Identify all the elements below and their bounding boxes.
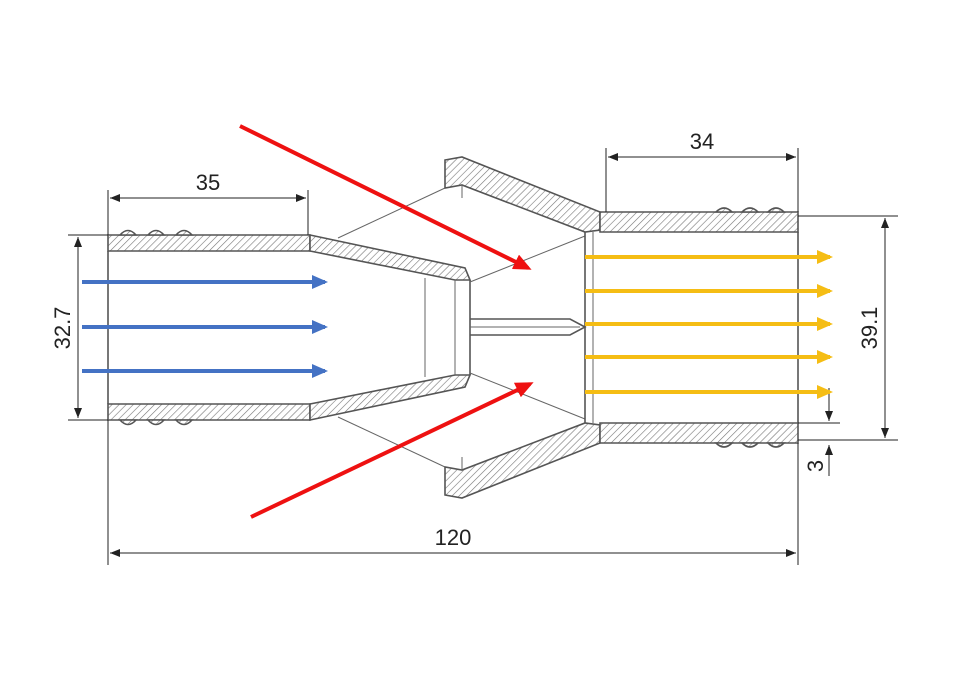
outlet-flow-arrows (585, 250, 833, 399)
suction-chamber (337, 156, 601, 499)
inlet-flow-arrows (82, 275, 328, 378)
dim-inlet-length: 35 (196, 170, 220, 195)
converging-nozzle (309, 234, 587, 421)
dim-outlet-diameter: 39.1 (857, 307, 882, 350)
dim-wall-thickness: 3 (803, 460, 828, 472)
dim-inlet-diameter: 32.7 (50, 307, 75, 350)
dim-outlet-length: 34 (690, 129, 714, 154)
injected-flow-arrow (239, 124, 532, 270)
dim-total-length: 120 (435, 525, 472, 550)
outlet-pipe (599, 207, 799, 448)
injected-flow-arrow (250, 382, 534, 519)
injected-flow-arrows (239, 124, 534, 519)
dimension-lines (68, 148, 898, 565)
